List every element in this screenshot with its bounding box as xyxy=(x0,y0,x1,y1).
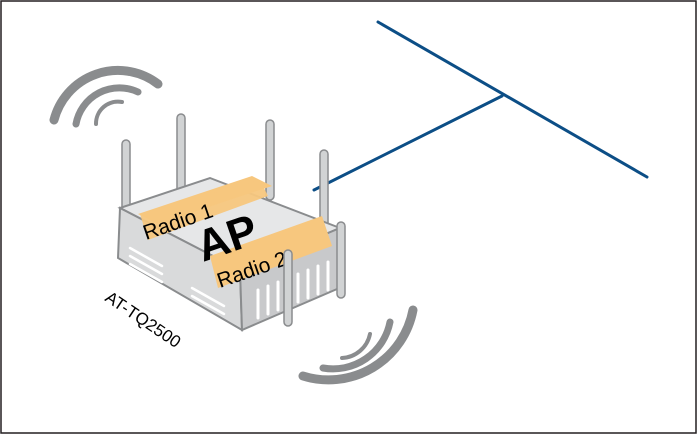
antenna-2 xyxy=(176,113,186,195)
access-point-device: Radio 1 AP Radio 2 xyxy=(116,176,346,332)
wireless-signal-icon-top xyxy=(49,65,163,128)
radio-1-band-lower xyxy=(140,180,268,240)
network-drop-line xyxy=(312,94,504,192)
device-vents-right xyxy=(256,260,330,320)
antenna-3 xyxy=(265,119,275,201)
antennas-back xyxy=(121,113,329,231)
network-lines xyxy=(312,20,649,192)
device-vents-left xyxy=(128,246,226,316)
radio-2-band xyxy=(210,216,332,288)
antenna-6 xyxy=(336,221,346,299)
wireless-signal-icon-bottom xyxy=(298,305,418,385)
antennas-front xyxy=(283,221,346,327)
antenna-5 xyxy=(283,249,293,327)
network-trunk-line xyxy=(376,20,649,179)
